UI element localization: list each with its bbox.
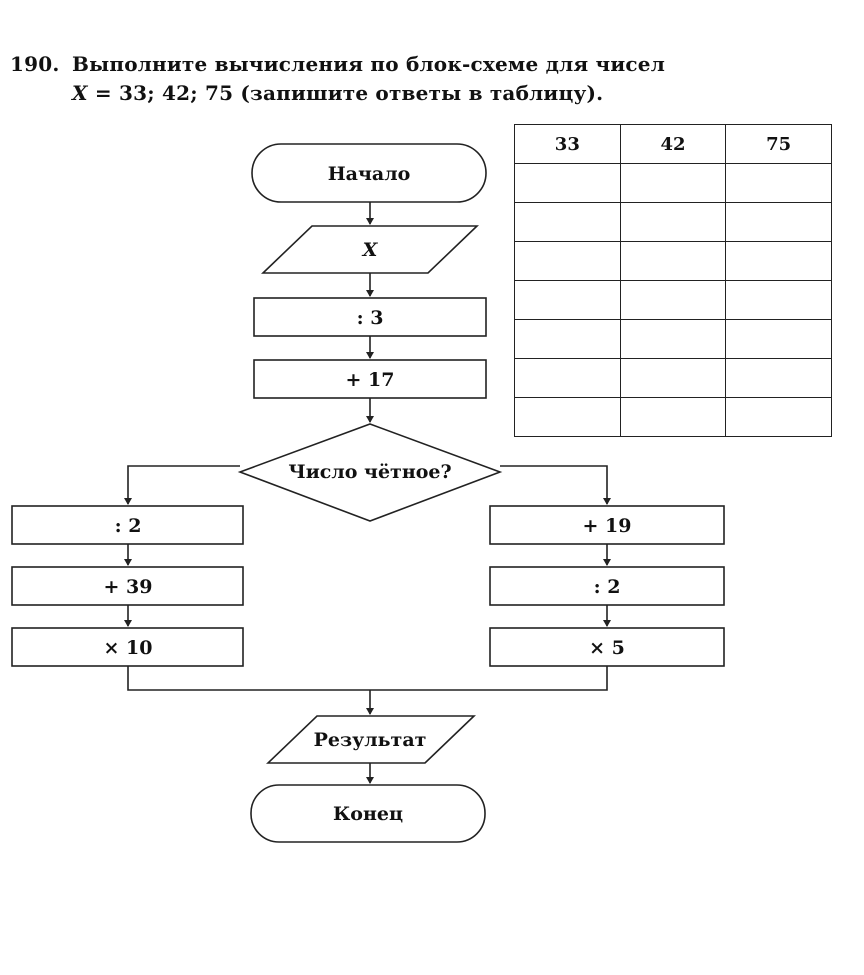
- left-step3-label: × 10: [104, 637, 153, 659]
- answer-table: 33 42 75: [514, 124, 832, 437]
- answer-cell[interactable]: [514, 163, 621, 203]
- answer-cell[interactable]: [619, 397, 727, 437]
- answer-row: [514, 163, 832, 203]
- answer-cell[interactable]: [619, 319, 727, 359]
- answer-cell[interactable]: [514, 319, 621, 359]
- answer-cell[interactable]: [725, 241, 832, 281]
- answer-cell[interactable]: [725, 397, 832, 437]
- input-label: X: [362, 239, 379, 261]
- answer-cell[interactable]: [514, 241, 621, 281]
- header-33: 33: [514, 124, 621, 164]
- answer-cell[interactable]: [619, 163, 727, 203]
- decision-diamond: [237, 423, 503, 522]
- decision-label: Число чётное?: [288, 461, 451, 483]
- end-terminator: [250, 784, 486, 843]
- answer-row: [514, 280, 832, 320]
- step2-label: + 17: [346, 369, 395, 391]
- answer-cell[interactable]: [619, 280, 727, 320]
- connector-lines: [124, 202, 611, 784]
- right-step2-label: : 2: [594, 576, 621, 598]
- answer-cell[interactable]: [514, 358, 621, 398]
- output-label: Результат: [314, 729, 427, 751]
- header-75: 75: [725, 124, 832, 164]
- task-variable: X: [72, 81, 88, 105]
- right-step3-label: × 5: [589, 637, 625, 659]
- answer-cell[interactable]: [514, 280, 621, 320]
- task-number: 190.: [10, 52, 60, 76]
- step1-label: : 3: [357, 307, 384, 329]
- start-terminator: [251, 143, 487, 203]
- answer-cell[interactable]: [725, 358, 832, 398]
- header-42: 42: [619, 124, 727, 164]
- answer-cell[interactable]: [725, 202, 832, 242]
- start-label: Начало: [328, 163, 411, 185]
- answer-cell[interactable]: [725, 280, 832, 320]
- output-parallelogram: [266, 715, 476, 764]
- answer-row: [514, 397, 832, 437]
- input-parallelogram: [261, 225, 479, 274]
- answer-cell[interactable]: [514, 202, 621, 242]
- answer-cell[interactable]: [619, 241, 727, 281]
- end-label: Конец: [333, 803, 403, 825]
- right-step1-label: + 19: [583, 515, 632, 537]
- answer-cell[interactable]: [514, 397, 621, 437]
- left-step2-label: + 39: [104, 576, 153, 598]
- answer-cell[interactable]: [619, 202, 727, 242]
- answer-row: [514, 319, 832, 359]
- task-statement: 190. Выполните вычисления по блок-схеме д…: [10, 50, 810, 108]
- answer-cell[interactable]: [725, 163, 832, 203]
- answer-table-header: 33 42 75: [514, 124, 832, 164]
- answer-cell[interactable]: [619, 358, 727, 398]
- answer-row: [514, 202, 832, 242]
- answer-table-body: [514, 163, 832, 437]
- task-line2: = 33; 42; 75 (запишите ответы в таблицу)…: [87, 81, 604, 105]
- answer-cell[interactable]: [725, 319, 832, 359]
- answer-row: [514, 241, 832, 281]
- task-line1: Выполните вычисления по блок-схеме для ч…: [72, 52, 666, 76]
- left-step1-label: : 2: [115, 515, 142, 537]
- answer-row: [514, 358, 832, 398]
